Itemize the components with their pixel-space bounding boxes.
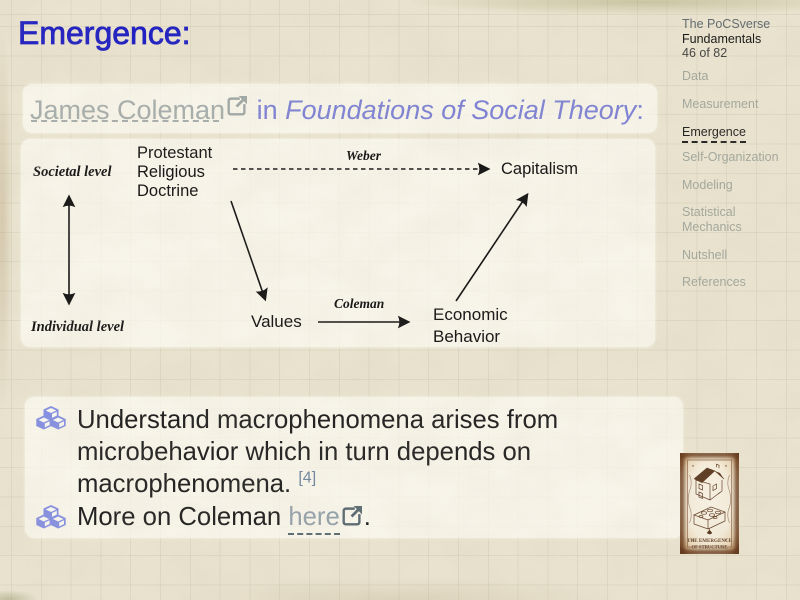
svg-text:Values: Values <box>251 312 302 331</box>
svg-text:Individual level: Individual level <box>30 319 124 335</box>
svg-text:Capitalism: Capitalism <box>501 160 578 178</box>
svg-text:Doctrine: Doctrine <box>137 182 198 200</box>
svg-text:Behavior: Behavior <box>433 327 500 346</box>
svg-text:Protestant: Protestant <box>137 144 213 162</box>
svg-text:Economic: Economic <box>433 305 508 324</box>
svg-text:THE EMERGENCE: THE EMERGENCE <box>687 538 732 544</box>
svg-text:Coleman: Coleman <box>334 296 384 311</box>
svg-text:Weber: Weber <box>346 148 382 163</box>
svg-text:OF STRUCTURE: OF STRUCTURE <box>692 545 728 551</box>
svg-text:Societal level: Societal level <box>33 164 112 180</box>
svg-text:Religious: Religious <box>137 163 205 181</box>
